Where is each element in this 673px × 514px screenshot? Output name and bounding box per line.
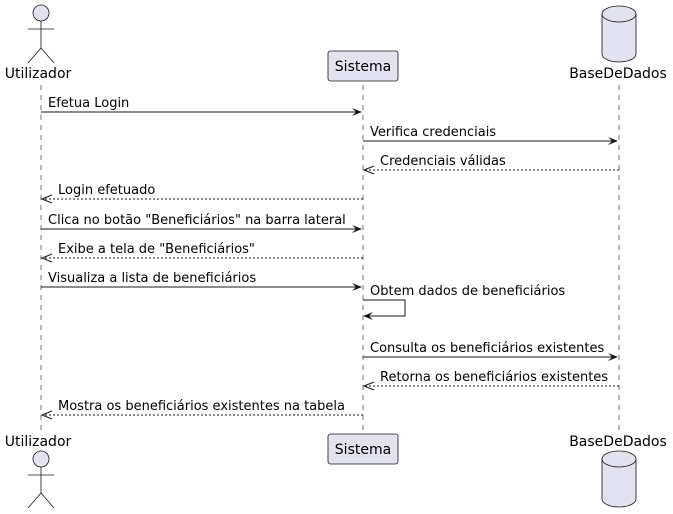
- arrow-head: [608, 137, 618, 145]
- arrow-head: [40, 194, 53, 204]
- message: Visualiza a lista de beneficiários: [41, 271, 362, 291]
- message-label: Verifica credenciais: [370, 125, 496, 140]
- participant-basededados-bottom: BaseDeDados: [569, 434, 667, 508]
- participant-box: [327, 433, 399, 465]
- message: Retorna os beneficiários existentes: [362, 370, 619, 391]
- message-line: [363, 299, 406, 317]
- arrow-head: [352, 108, 362, 116]
- participant-label: Sistema: [335, 442, 391, 458]
- arrow-head: [40, 253, 53, 263]
- participant-basededados-top: BaseDeDados: [569, 5, 667, 82]
- arrow-head: [352, 283, 362, 291]
- message-label: Exibe a tela de "Beneficiários": [58, 242, 255, 257]
- message: Mostra os beneficiários existentes na ta…: [40, 399, 363, 420]
- arrow-head: [363, 312, 373, 320]
- participant-label: Utilizador: [5, 434, 72, 450]
- participant-label: BaseDeDados: [569, 66, 667, 82]
- participant-utilizador-top: Utilizador: [5, 4, 72, 82]
- arrow-head: [352, 225, 362, 233]
- message-label: Efetua Login: [48, 96, 129, 111]
- message: Login efetuado: [40, 183, 363, 204]
- participant-box: [327, 50, 399, 82]
- message-label: Obtem dados de beneficiários: [370, 284, 565, 299]
- participant-label: BaseDeDados: [569, 434, 667, 450]
- actor-icon: [27, 450, 55, 509]
- message-label: Visualiza a lista de beneficiários: [48, 271, 256, 286]
- arrow-head: [40, 410, 53, 420]
- message-label: Consulta os beneficiários existentes: [370, 341, 604, 356]
- message-label: Mostra os beneficiários existentes na ta…: [58, 399, 345, 414]
- message-label: Login efetuado: [58, 183, 155, 198]
- message-label: Retorna os beneficiários existentes: [380, 370, 608, 385]
- database-icon: [601, 5, 637, 63]
- message-label: Clica no botão "Beneficiários" na barra …: [48, 213, 346, 228]
- message: Obtem dados de beneficiários: [363, 284, 565, 320]
- message-label: Credenciais válidas: [380, 154, 506, 169]
- participant-label: Sistema: [335, 59, 391, 75]
- message: Verifica credenciais: [363, 125, 618, 145]
- database-icon: [601, 450, 637, 508]
- arrow-head: [362, 165, 375, 175]
- message: Credenciais válidas: [362, 154, 619, 175]
- actor-icon: [27, 4, 55, 64]
- participant-sistema-bottom: Sistema: [327, 433, 399, 465]
- participant-label: Utilizador: [5, 66, 72, 82]
- participant-sistema-top: Sistema: [327, 50, 399, 82]
- message: Exibe a tela de "Beneficiários": [40, 242, 363, 263]
- message: Clica no botão "Beneficiários" na barra …: [41, 213, 362, 233]
- participant-utilizador-bottom: Utilizador: [5, 434, 72, 509]
- message: Consulta os beneficiários existentes: [363, 341, 618, 361]
- arrow-head: [608, 353, 618, 361]
- message: Efetua Login: [41, 96, 362, 116]
- arrow-head: [362, 381, 375, 391]
